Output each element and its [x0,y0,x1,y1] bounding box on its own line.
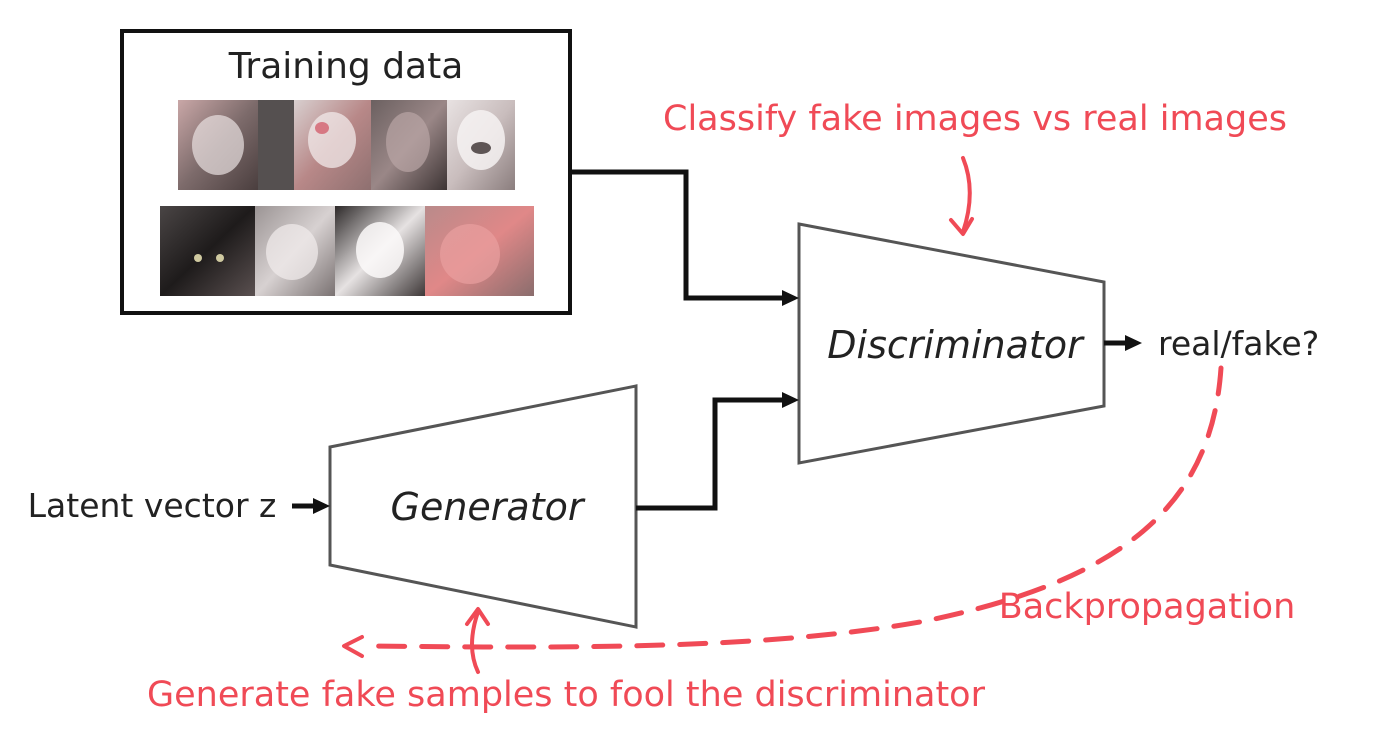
discriminator-label: Discriminator [827,323,1085,367]
cat-photo [160,206,255,296]
latent-input: Latent vector z [28,486,330,525]
arrowhead [313,498,330,514]
training-to-discriminator-arrow [570,169,799,306]
arrowhead [1125,335,1142,351]
training-data-title: Training data [228,46,464,87]
generate-pointer [470,610,480,674]
backprop-arrowhead [342,635,364,658]
generate-annotation: Generate fake samples to fool the discri… [147,607,986,715]
real-fake-label: real/fake? [1158,324,1319,363]
arrowhead [782,290,799,306]
backprop-dashed-line [367,365,1224,650]
generator-to-discriminator-arrow [636,392,799,511]
training-data-box: Training data [120,29,572,315]
cat-photos-row [160,206,534,296]
generator-label: Generator [391,485,586,529]
generator-shape [328,384,638,629]
classify-annotation: Classify fake images vs real images [663,99,1287,236]
discriminator-shape [797,222,1106,465]
classify-pointer-head [949,217,974,236]
generate-text: Generate fake samples to fool the discri… [147,675,986,715]
classify-text: Classify fake images vs real images [663,99,1287,139]
arrowhead [782,392,799,408]
generate-pointer-head [465,607,490,626]
discriminator-block: Discriminator [797,222,1106,465]
backprop-path: Backpropagation [342,365,1296,658]
backprop-label: Backpropagation [999,587,1296,627]
classify-pointer [961,156,972,234]
latent-vector-label: Latent vector z [28,486,277,525]
discriminator-output: real/fake? [1104,324,1319,363]
generator-block: Generator [328,384,638,629]
dog-photos-row [178,100,515,190]
